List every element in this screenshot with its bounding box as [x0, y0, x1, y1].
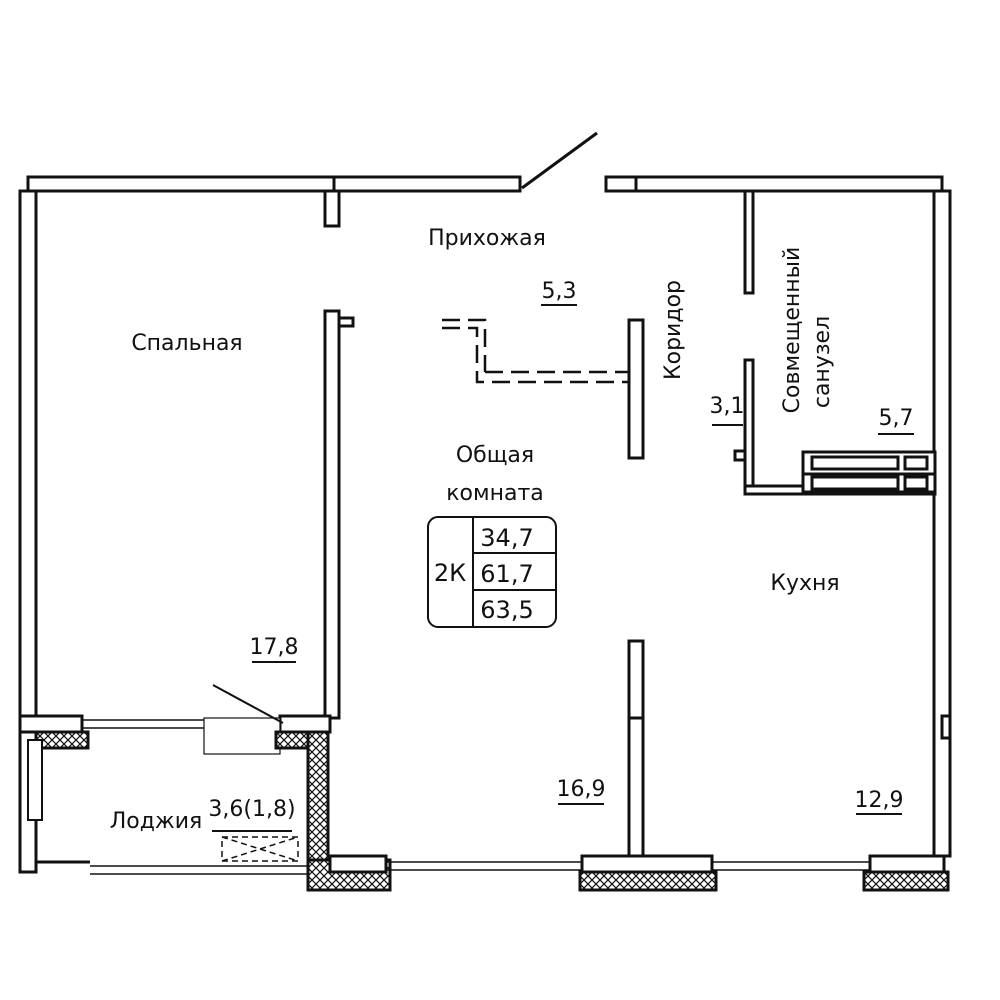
loggia-area: 3,6(1,8)	[208, 797, 295, 822]
living-label-line1: Общая	[456, 443, 534, 468]
bottom-wall	[328, 854, 950, 892]
corridor-area: 3,1	[710, 394, 745, 419]
hallway-label: Прихожая	[428, 226, 546, 251]
corridor-arch-dashed	[442, 318, 630, 384]
living-area: 16,9	[557, 777, 606, 802]
interior-walls	[323, 189, 937, 858]
left-wall	[18, 189, 38, 720]
top-wall	[26, 175, 944, 193]
corridor-label: Коридор	[661, 280, 686, 380]
summary-total-area: 61,7	[480, 560, 533, 588]
kitchen-area: 12,9	[855, 788, 904, 813]
loggia-door	[212, 684, 284, 724]
bedroom-area: 17,8	[250, 635, 299, 660]
summary-total-with-loggia: 63,5	[480, 596, 533, 624]
summary-living-area: 34,7	[480, 524, 533, 552]
entrance-door	[521, 131, 598, 190]
loggia-window-mark	[221, 836, 299, 862]
summary-box: 2К 34,7 61,7 63,5	[427, 516, 557, 628]
bathroom-area: 5,7	[879, 406, 914, 431]
hallway-area: 5,3	[542, 279, 577, 304]
kitchen-label: Кухня	[770, 571, 839, 596]
bedroom-label: Спальная	[131, 331, 242, 356]
summary-type: 2К	[434, 559, 466, 587]
right-wall	[932, 189, 952, 858]
living-label-line2: комната	[446, 481, 544, 506]
bathroom-label-line1: Совмещенный	[780, 247, 805, 414]
loggia-label: Лоджия	[110, 809, 203, 834]
bathroom-label-line2: санузел	[810, 316, 835, 408]
